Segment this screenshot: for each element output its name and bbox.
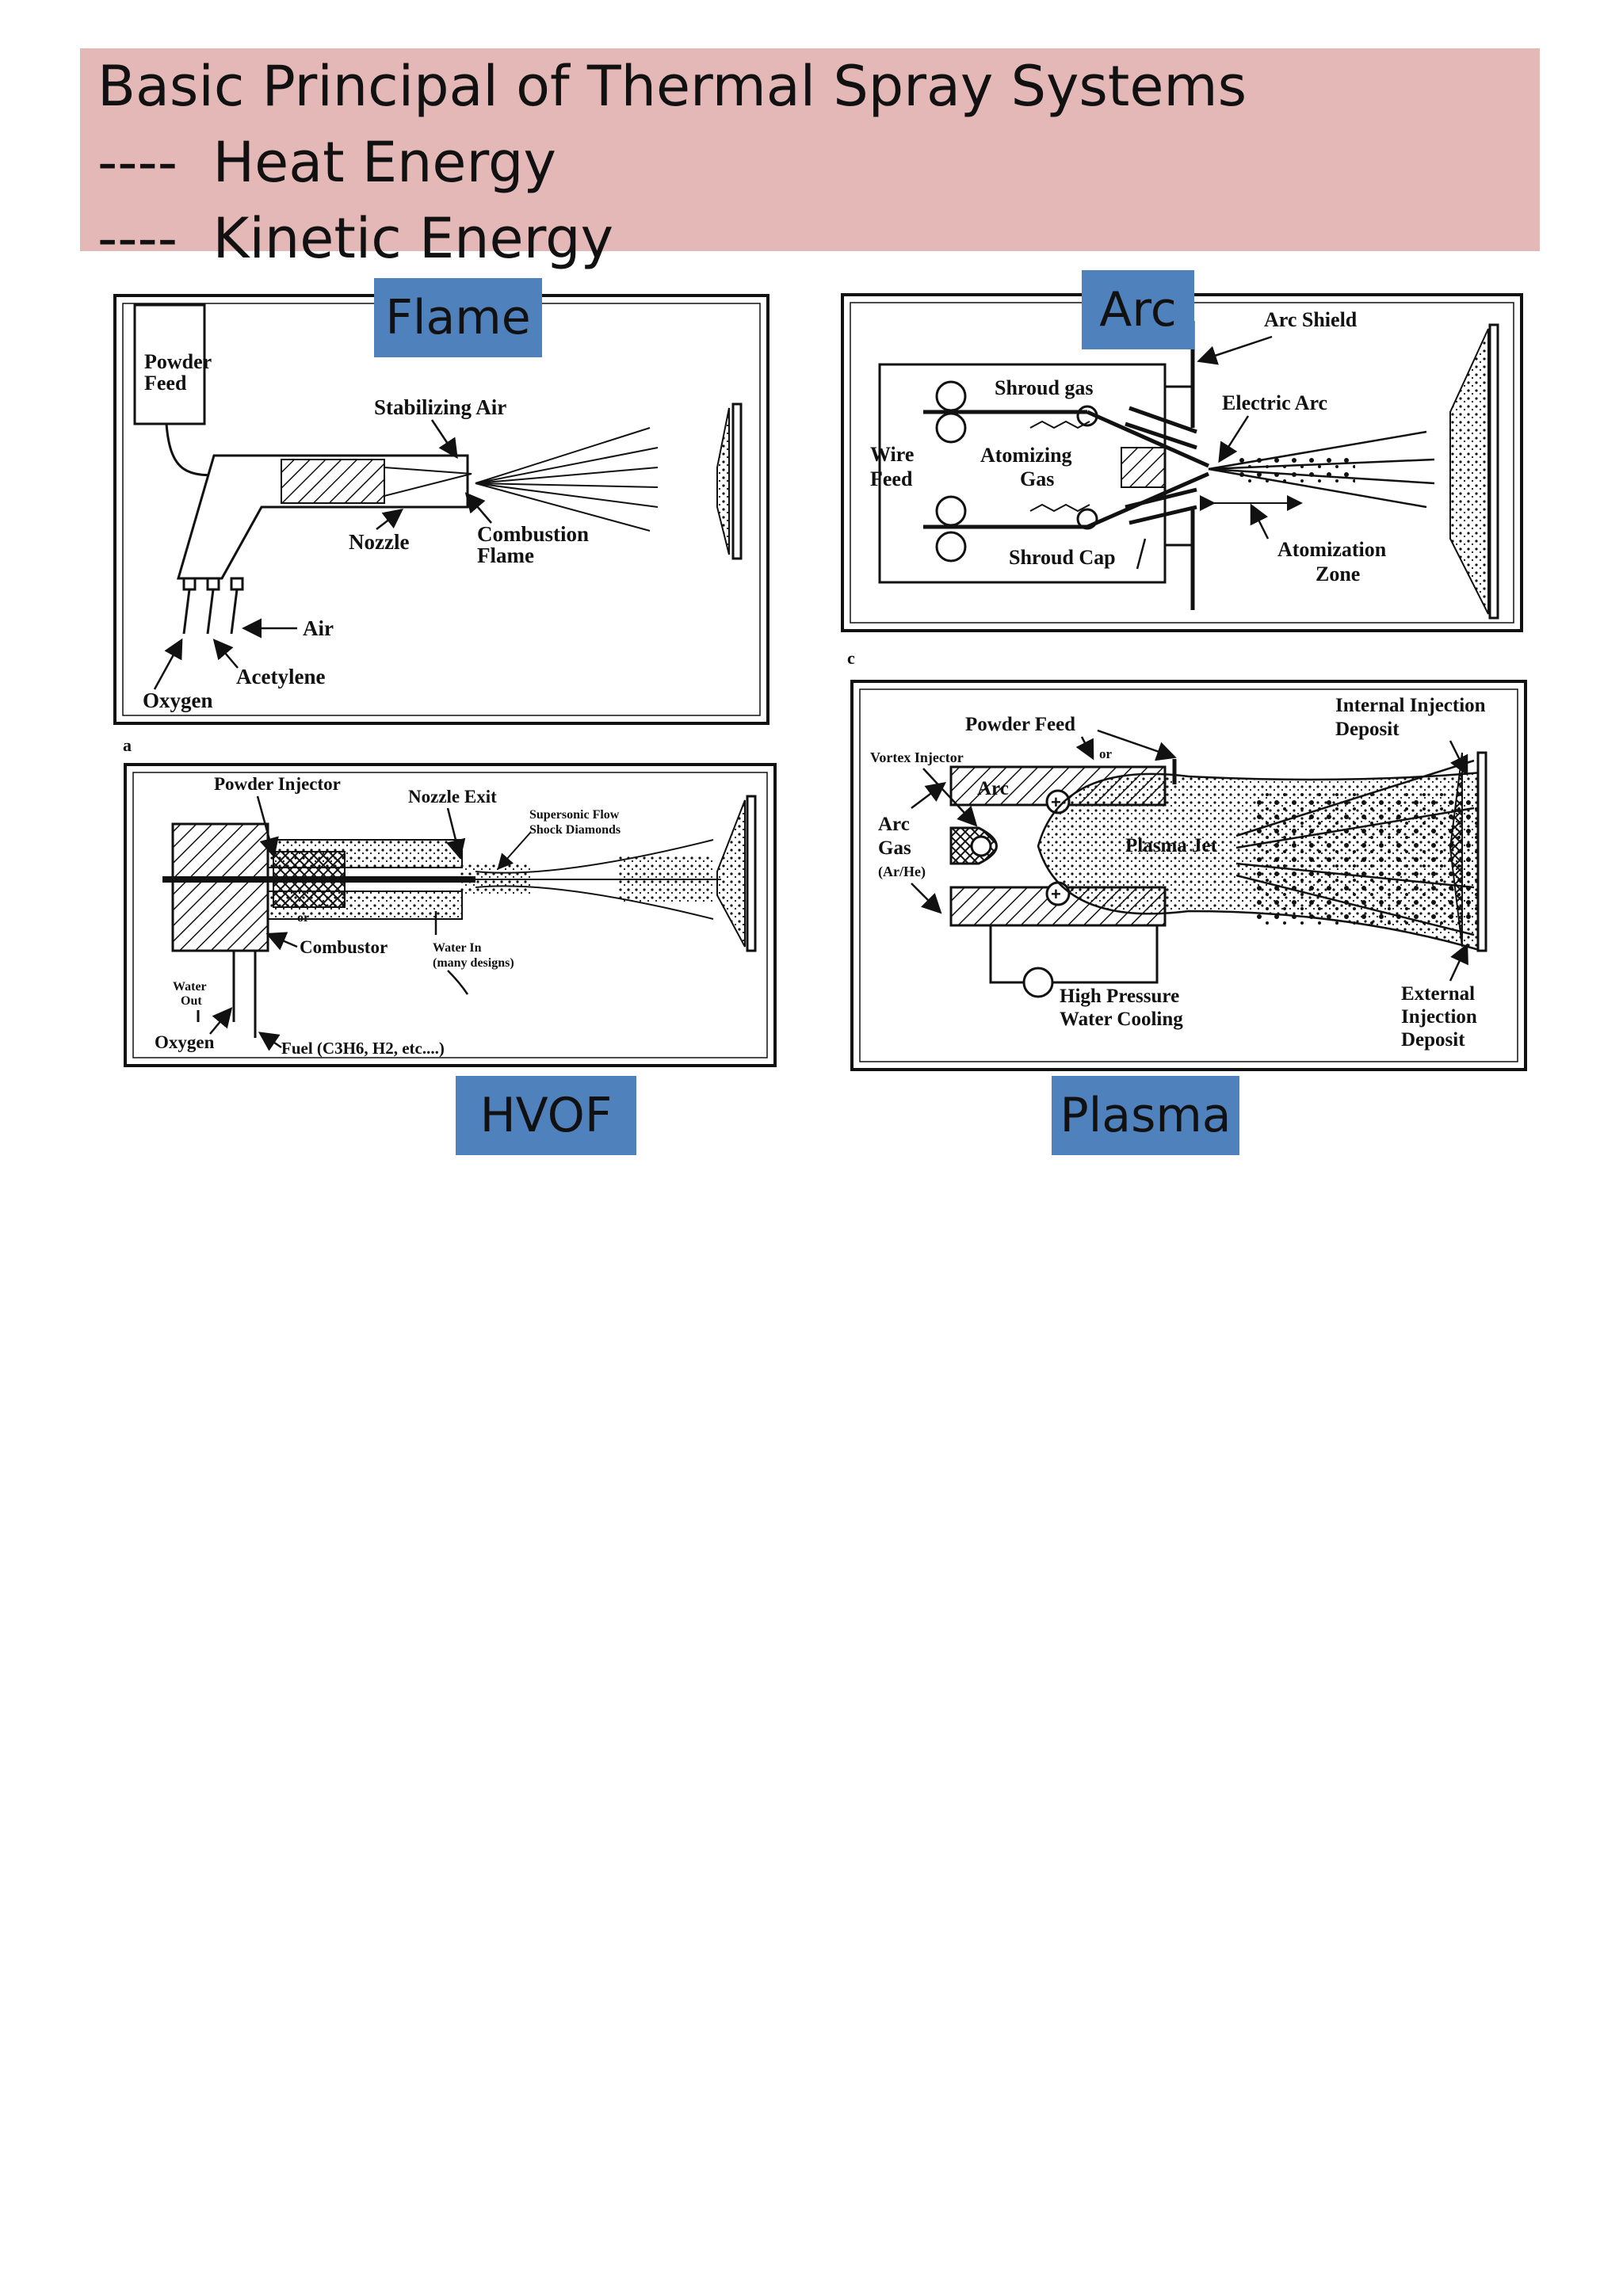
hvof-or-label: or [297, 911, 309, 925]
atomizing-gas-label: Atomizing [980, 444, 1072, 467]
hvof-diagram: Powder Injector Nozzle Exit Supersonic F… [124, 763, 777, 1067]
figure-letter-a: a [123, 735, 132, 755]
gas-inlets [182, 577, 244, 635]
arc-substrate-deposit [1449, 328, 1489, 615]
atomizing-gas-label-2: Gas [1020, 467, 1054, 490]
flame-cone [384, 466, 472, 498]
external-injection-label-2: Injection [1401, 1006, 1477, 1028]
plasma-particle-streams [1235, 759, 1475, 936]
internal-injection-label: Internal Injection [1335, 695, 1486, 716]
flame-substrate-deposit [716, 407, 730, 555]
combustion-flame-label-2: Flame [477, 543, 534, 567]
atomization-zone-label: Atomization [1277, 538, 1387, 561]
water-out-label-2: Out [181, 994, 202, 1008]
combustor-label: Combustor [300, 937, 388, 957]
title-heat-energy: ---- Heat Energy [97, 130, 556, 195]
plasma-frame [850, 680, 1527, 1071]
flame-tag: Flame [374, 278, 542, 357]
stabilizing-air-label: Stabilizing Air [374, 395, 506, 419]
hvof-substrate-deposit [716, 799, 746, 948]
wire-feed-rollers [935, 380, 1098, 563]
plasma-inner-frame [859, 688, 1518, 1062]
water-in-label: Water In [433, 941, 482, 955]
hvof-combustor-body [171, 822, 269, 952]
water-in-designs-label: (many designs) [433, 956, 514, 970]
arc-shroud-lines [1125, 406, 1197, 525]
flame-diagram: Powder Feed Stabilizing Air Nozzle Combu… [113, 294, 769, 755]
nozzle-label: Nozzle [349, 530, 409, 554]
wire-feed-label: Wire [870, 443, 914, 466]
hvof-substrate [746, 795, 757, 952]
arc-tag: Arc [1082, 270, 1194, 349]
hvof-tag: HVOF [456, 1076, 636, 1155]
flame-nozzle-hatch [281, 459, 385, 504]
hvof-inner-frame [132, 772, 768, 1058]
flame-gun-body [177, 454, 469, 580]
thermal-spray-diagrams: Powder Feed Stabilizing Air Nozzle Combu… [113, 293, 1527, 1071]
wire-feed-label-2: Feed [870, 467, 913, 490]
internal-injection-label-2: Deposit [1335, 719, 1400, 740]
powder-injector-label: Powder Injector [214, 774, 341, 794]
flame-powder-feed-label-2: Feed [144, 372, 187, 395]
flame-spray-lines [475, 427, 659, 532]
plasma-or-label: or [1099, 746, 1113, 761]
arc-inner-frame [850, 302, 1514, 624]
svg-text:+: + [1051, 884, 1061, 904]
powder-feed-box [133, 303, 206, 425]
oxygen-label: Oxygen [143, 688, 213, 712]
external-injection-label: External [1401, 983, 1475, 1005]
flame-powder-feed-label: Powder [144, 350, 212, 373]
arc-shield-label: Arc Shield [1264, 308, 1358, 331]
shroud-cap-label: Shroud Cap [1009, 546, 1116, 569]
atomization-zone-label-2: Zone [1316, 563, 1360, 585]
shock-diamonds-label: Shock Diamonds [529, 823, 621, 837]
supersonic-flow-label: Supersonic Flow [529, 808, 620, 822]
combustion-flame-label: Combustion [477, 522, 589, 546]
figure-letter-c: c [847, 648, 855, 668]
title-banner: Basic Principal of Thermal Spray Systems… [80, 48, 1540, 271]
water-out-label: Water [173, 980, 207, 994]
arc-substrate [1488, 323, 1499, 620]
hvof-oxygen-label: Oxygen [155, 1032, 215, 1052]
plasma-substrate [1476, 751, 1487, 952]
arc-gas-label-2: Gas [878, 837, 911, 859]
nozzle-exit-label: Nozzle Exit [408, 787, 497, 807]
plasma-diagram: + + Powder Feed or Vortex Injector Arc A… [850, 680, 1527, 1071]
air-label: Air [303, 616, 334, 640]
flame-substrate [731, 402, 743, 560]
hvof-frame [124, 763, 777, 1067]
high-pressure-label: High Pressure [1060, 986, 1179, 1007]
electric-arc-label: Electric Arc [1222, 391, 1327, 414]
plasma-tag: Plasma [1052, 1076, 1239, 1155]
plasma-arc-label: Arc [977, 778, 1009, 799]
title-kinetic-energy: ---- Kinetic Energy [97, 206, 614, 271]
shroud-gas-label: Shroud gas [995, 376, 1094, 399]
fuel-label: Fuel (C3H6, H2, etc....) [281, 1039, 445, 1058]
external-injection-label-3: Deposit [1401, 1029, 1465, 1051]
arc-gas-label: Arc [878, 814, 910, 835]
water-cooling-label: Water Cooling [1060, 1009, 1183, 1030]
page-title: Basic Principal of Thermal Spray Systems [97, 54, 1247, 119]
arc-diagram: Arc Shield Shroud gas Electric Arc Wire … [841, 293, 1523, 668]
plasma-jet-label: Plasma Jet [1125, 835, 1218, 856]
acetylene-label: Acetylene [236, 665, 325, 688]
arc-gas-composition-label: (Ar/He) [878, 864, 926, 880]
vortex-injector-label: Vortex Injector [870, 749, 964, 765]
plasma-powder-feed-label: Powder Feed [965, 714, 1075, 735]
